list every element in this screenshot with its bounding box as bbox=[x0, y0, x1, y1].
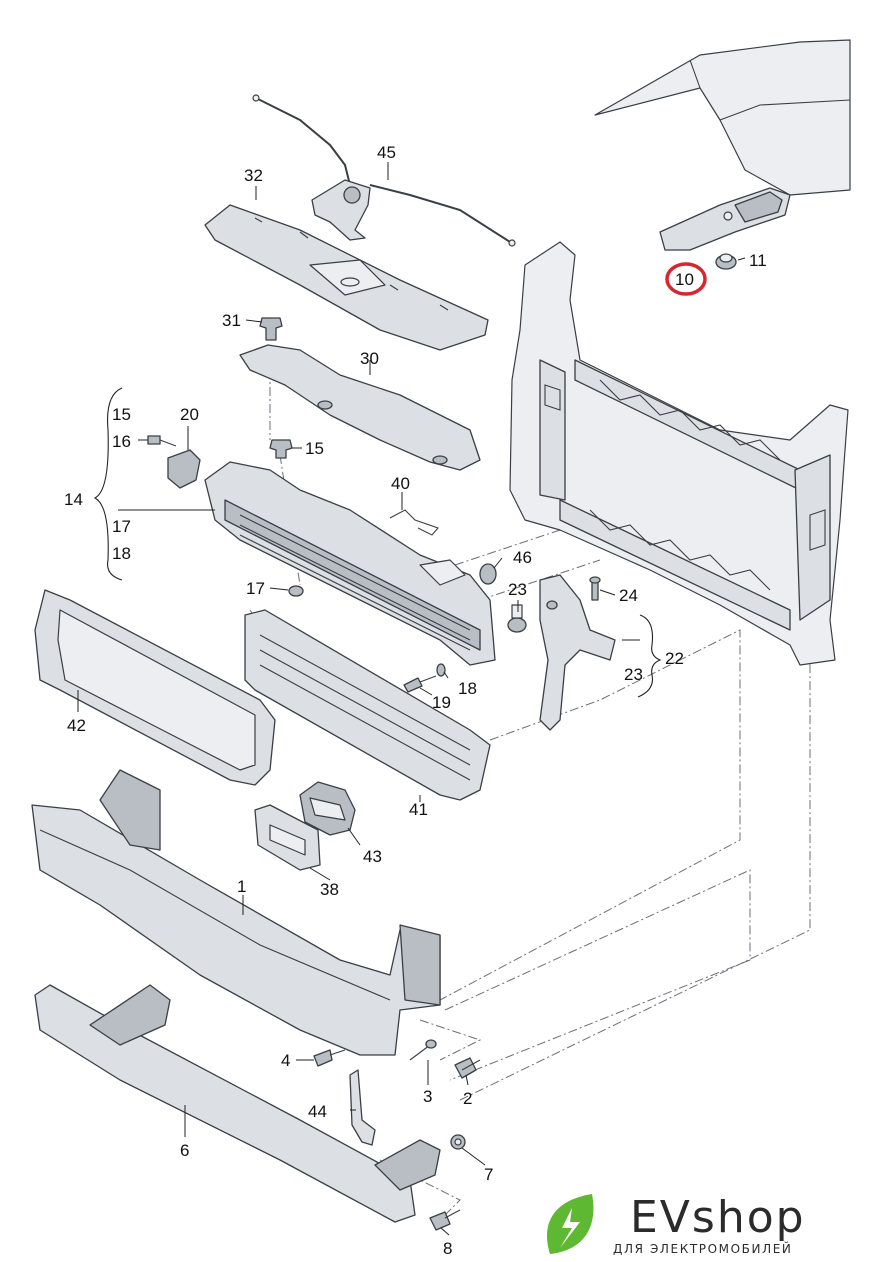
callout-43[interactable]: 43 bbox=[363, 847, 382, 866]
part-14-air-duct bbox=[204, 461, 496, 666]
callout-10[interactable]: 10 bbox=[675, 270, 694, 289]
callout-3[interactable]: 3 bbox=[423, 1087, 432, 1106]
part-4-screw bbox=[313, 1049, 346, 1067]
callout-19[interactable]: 19 bbox=[432, 693, 451, 712]
logo-tagline: ДЛЯ ЭЛЕКТРОМОБИЛЕЙ bbox=[613, 1241, 792, 1256]
callout-32[interactable]: 32 bbox=[244, 166, 263, 185]
callout-15-top[interactable]: 15 bbox=[112, 405, 131, 424]
callout-18-left[interactable]: 18 bbox=[112, 544, 131, 563]
part-20-actuator bbox=[167, 449, 201, 489]
part-19-screw bbox=[403, 675, 437, 693]
logo-name: EVshop bbox=[630, 1192, 806, 1243]
part-32-cover bbox=[204, 204, 489, 351]
part-44-strap bbox=[349, 1069, 376, 1146]
leader-lines bbox=[77, 162, 746, 1236]
callout-2[interactable]: 2 bbox=[463, 1089, 472, 1108]
part-17-screw bbox=[288, 585, 304, 597]
part-24-screw bbox=[589, 576, 601, 601]
highlight-ring bbox=[665, 262, 707, 296]
callout-44[interactable]: 44 bbox=[308, 1102, 327, 1121]
part-22-bracket bbox=[539, 574, 616, 731]
callout-41[interactable]: 41 bbox=[409, 800, 428, 819]
part-7-washer bbox=[450, 1134, 466, 1150]
callout-15-right[interactable]: 15 bbox=[305, 439, 324, 458]
callout-20[interactable]: 20 bbox=[180, 405, 199, 424]
callout-17-left[interactable]: 17 bbox=[112, 517, 131, 536]
callout-6[interactable]: 6 bbox=[180, 1141, 189, 1160]
part-23-nut bbox=[507, 604, 527, 633]
part-38-sensor-bracket bbox=[254, 804, 321, 871]
callout-23-top[interactable]: 23 bbox=[508, 580, 527, 599]
callout-38[interactable]: 38 bbox=[320, 880, 339, 899]
part-6-lower-beam bbox=[34, 984, 441, 1223]
part-15-clip bbox=[269, 439, 293, 459]
callout-22[interactable]: 22 bbox=[665, 649, 684, 668]
group-bracket-14 bbox=[93, 387, 123, 581]
callout-46[interactable]: 46 bbox=[513, 548, 532, 567]
part-43-sensor bbox=[299, 781, 356, 836]
callout-16[interactable]: 16 bbox=[112, 432, 131, 451]
callout-24[interactable]: 24 bbox=[619, 586, 638, 605]
part-8-bolt bbox=[429, 1209, 461, 1231]
part-1-bumper-beam bbox=[31, 769, 441, 1056]
fender bbox=[594, 39, 851, 196]
part-46-grommet bbox=[479, 563, 497, 585]
part-40-clip bbox=[389, 509, 439, 536]
callout-8[interactable]: 8 bbox=[443, 1239, 452, 1258]
callout-42[interactable]: 42 bbox=[67, 716, 86, 735]
part-3-bolt bbox=[409, 1039, 437, 1061]
part-30-air-guide bbox=[239, 344, 481, 471]
part-42-grille-frame bbox=[34, 589, 276, 786]
callout-31[interactable]: 31 bbox=[222, 311, 241, 330]
callout-11[interactable]: 11 bbox=[749, 251, 767, 270]
callout-14[interactable]: 14 bbox=[64, 490, 83, 509]
part-18-washer bbox=[436, 663, 446, 677]
callout-4[interactable]: 4 bbox=[281, 1051, 290, 1070]
callout-labels: 45 32 11 10 31 30 15 20 16 15 40 14 17 1… bbox=[64, 143, 767, 1258]
callout-17[interactable]: 17 bbox=[246, 579, 265, 598]
callout-45[interactable]: 45 bbox=[377, 143, 396, 162]
callout-18[interactable]: 18 bbox=[458, 679, 477, 698]
part-16-screw bbox=[147, 435, 177, 447]
callout-40[interactable]: 40 bbox=[391, 474, 410, 493]
lock-carrier-frame bbox=[509, 241, 849, 666]
callout-7[interactable]: 7 bbox=[484, 1165, 493, 1184]
group-bracket-22 bbox=[637, 614, 662, 698]
part-2-bolt bbox=[454, 1057, 481, 1079]
part-11-nut bbox=[715, 253, 737, 270]
leaf-icon bbox=[546, 1194, 594, 1254]
part-10-bracket[interactable] bbox=[659, 187, 791, 251]
callout-23-right[interactable]: 23 bbox=[624, 665, 643, 684]
part-31-clip bbox=[259, 317, 283, 341]
part-41-lower-shutter bbox=[244, 609, 491, 801]
callout-30[interactable]: 30 bbox=[360, 349, 379, 368]
part-45-cable bbox=[252, 94, 516, 247]
callout-1[interactable]: 1 bbox=[237, 877, 246, 896]
evshop-logo: EVshop ДЛЯ ЭЛЕКТРОМОБИЛЕЙ bbox=[546, 1192, 806, 1256]
